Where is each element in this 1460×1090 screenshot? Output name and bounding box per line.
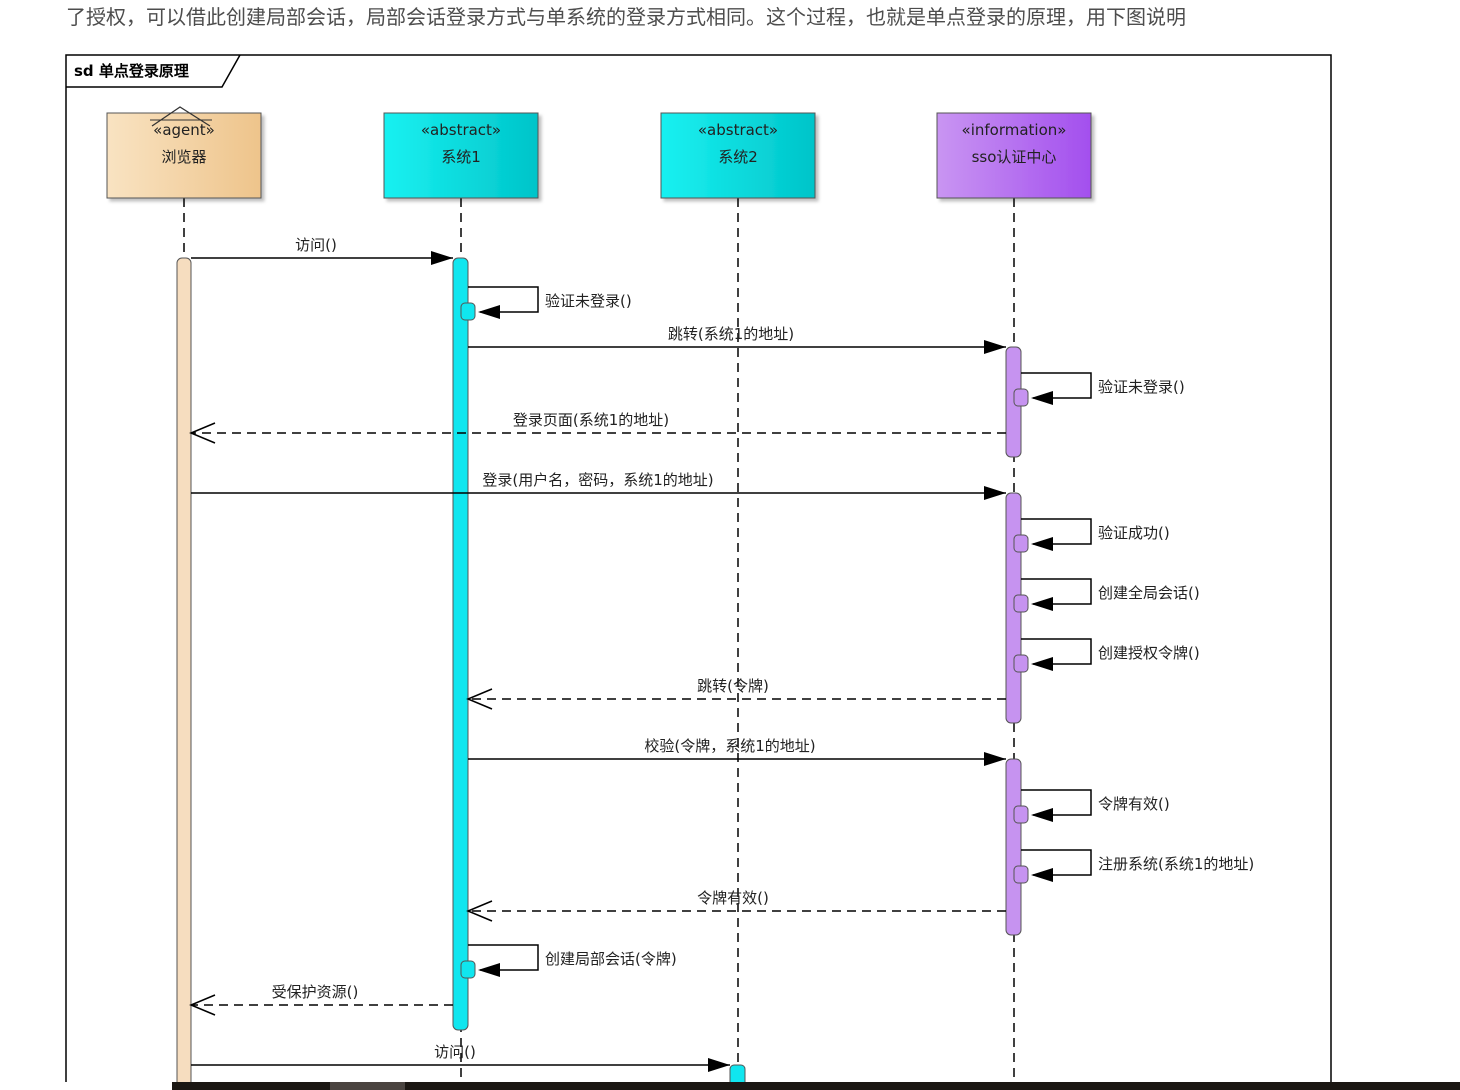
arrowhead-filled	[1031, 868, 1053, 882]
arrowhead-filled	[1031, 597, 1053, 611]
arrowhead-open	[466, 900, 493, 922]
message-label: 验证未登录()	[545, 292, 632, 310]
message-3: 跳转(系统1的地址)	[468, 325, 1006, 354]
message-label: 注册系统(系统1的地址)	[1098, 855, 1254, 873]
nested-activation	[460, 302, 476, 321]
arrowhead-filled	[984, 486, 1006, 500]
participant-stereotype: «information»	[962, 121, 1067, 139]
nested-activation	[1013, 534, 1029, 553]
participant-sys2: «abstract» 系统2	[660, 112, 816, 199]
message-label: 跳转(系统1的地址)	[668, 325, 794, 343]
nested-activation	[1013, 865, 1029, 884]
self-call-line	[468, 944, 539, 971]
message-17: 访问()	[191, 1043, 730, 1072]
self-call-line	[1021, 518, 1092, 545]
arrowhead-filled	[478, 305, 500, 319]
arrowhead-filled	[984, 752, 1006, 766]
message-13: 注册系统(系统1的地址)	[1013, 849, 1254, 884]
arrowhead-open	[189, 994, 216, 1016]
message-12: 令牌有效()	[1013, 789, 1170, 824]
message-label: 验证未登录()	[1098, 378, 1185, 396]
message-1: 访问()	[191, 236, 453, 265]
participant-sso: «information» sso认证中心	[936, 112, 1092, 199]
activation-sso-3	[1005, 758, 1022, 936]
participant-name: 系统2	[718, 148, 758, 166]
activation-browser	[176, 257, 192, 1089]
arrowhead-open	[189, 422, 216, 444]
participant-name: sso认证中心	[972, 148, 1057, 166]
message-label: 创建全局会话()	[1098, 584, 1200, 602]
arrowhead-filled	[1031, 537, 1053, 551]
arrowhead-filled	[1031, 391, 1053, 405]
self-call-line	[1021, 849, 1092, 876]
participant-sys1: «abstract» 系统1	[383, 112, 539, 199]
message-label: 令牌有效()	[1098, 795, 1170, 813]
nested-activation	[1013, 654, 1029, 673]
message-label: 登录(用户名，密码，系统1的地址)	[482, 471, 713, 489]
message-16: 受保护资源()	[189, 983, 453, 1016]
intro-paragraph: 了授权，可以借此创建局部会话，局部会话登录方式与单系统的登录方式相同。这个过程，…	[66, 5, 1186, 29]
message-label: 访问()	[295, 236, 337, 254]
arrowhead-filled	[431, 251, 453, 265]
arrowhead-open	[466, 688, 493, 710]
message-label: 创建局部会话(令牌)	[545, 950, 677, 968]
message-10: 跳转(令牌)	[466, 677, 1006, 710]
nested-activation	[1013, 805, 1029, 824]
self-call-line	[468, 286, 539, 313]
message-14: 令牌有效()	[466, 889, 1006, 922]
message-label: 验证成功()	[1098, 524, 1170, 542]
message-11: 校验(令牌，系统1的地址)	[468, 737, 1006, 766]
message-label: 令牌有效()	[697, 889, 769, 907]
message-6: 登录(用户名，密码，系统1的地址)	[191, 471, 1006, 500]
message-label: 受保护资源()	[272, 983, 359, 1001]
message-label: 创建授权令牌()	[1098, 644, 1200, 662]
message-7: 验证成功()	[1013, 518, 1170, 553]
self-call-line	[1021, 372, 1092, 399]
self-call-line	[1021, 638, 1092, 665]
messages-layer: 访问() 验证未登录() 跳转(系统1的地址) 验证未登录() 登录页面(系统1的地址)…	[189, 236, 1254, 1072]
message-4: 验证未登录()	[1013, 372, 1185, 407]
message-label: 登录页面(系统1的地址)	[513, 411, 669, 429]
arrowhead-filled	[984, 340, 1006, 354]
self-call-line	[1021, 789, 1092, 816]
participant-stereotype: «abstract»	[698, 121, 778, 139]
arrowhead-filled	[708, 1058, 730, 1072]
message-2: 验证未登录()	[460, 286, 632, 321]
nested-activation	[460, 960, 476, 979]
message-label: 访问()	[434, 1043, 476, 1061]
nested-activation	[1013, 388, 1029, 407]
frame-title-tab	[66, 54, 241, 88]
arrowhead-filled	[478, 963, 500, 977]
participant-stereotype: «agent»	[153, 121, 215, 139]
message-5: 登录页面(系统1的地址)	[189, 411, 1006, 444]
participant-stereotype: «abstract»	[421, 121, 501, 139]
frame-title: sd 单点登录原理	[74, 62, 189, 80]
message-15: 创建局部会话(令牌)	[460, 944, 677, 979]
arrowhead-filled	[1031, 808, 1053, 822]
message-label: 跳转(令牌)	[697, 677, 769, 695]
arrowhead-filled	[1031, 657, 1053, 671]
activation-sys1	[452, 257, 469, 1031]
diagram-frame	[65, 54, 1332, 1090]
bottom-bar	[0, 1082, 1460, 1090]
participant-name: 浏览器	[161, 148, 206, 166]
message-8: 创建全局会话()	[1013, 578, 1200, 613]
nested-activation	[1013, 594, 1029, 613]
participant-browser: «agent» 浏览器	[106, 106, 262, 199]
self-call-line	[1021, 578, 1092, 605]
message-9: 创建授权令牌()	[1013, 638, 1200, 673]
message-label: 校验(令牌，系统1的地址)	[644, 737, 815, 755]
participant-name: 系统1	[441, 148, 481, 166]
